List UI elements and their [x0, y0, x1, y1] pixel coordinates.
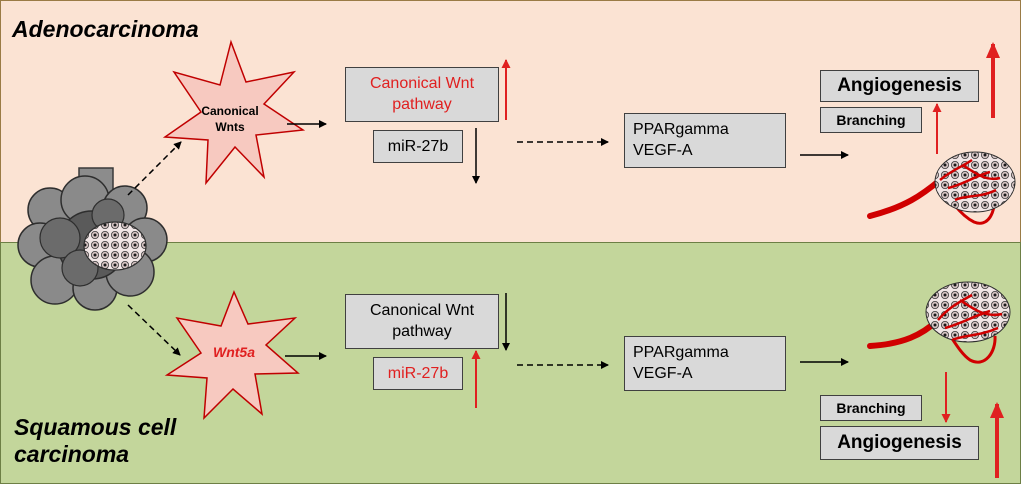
pathway-box-bottom-line2: pathway	[392, 323, 452, 340]
pparg-vegfa-box: PPARgamma VEGF-A	[624, 113, 786, 168]
pparg-vegfa-box-bottom: PPARgamma VEGF-A	[624, 336, 786, 391]
pathway-box-line2: pathway	[392, 96, 452, 113]
canonical-wnts-label: Canonical Wnts	[192, 103, 268, 135]
squamous-title-line1: Squamous cell	[14, 414, 177, 440]
vegfa-label-bottom: VEGF-A	[633, 365, 693, 382]
pathway-box-bottom-line1: Canonical Wnt	[369, 302, 475, 319]
mirna-box: miR-27b	[373, 130, 463, 163]
pparg-label: PPARgamma	[633, 121, 729, 138]
tumor-to-canonical-wnts-arrow	[127, 141, 182, 196]
tumor-to-wnt5a-arrow	[127, 304, 181, 356]
adenocarcinoma-title: Adenocarcinoma	[12, 16, 199, 42]
vegfa-label: VEGF-A	[633, 142, 693, 159]
branching-box: Branching	[820, 107, 922, 133]
pathway-box-line1: Canonical Wnt	[369, 75, 475, 92]
branching-box-bottom: Branching	[820, 395, 922, 421]
pparg-label-bottom: PPARgamma	[633, 344, 729, 361]
vessel-tumor-icon-bottom	[867, 281, 1011, 364]
angiogenesis-box-bottom: Angiogenesis	[820, 426, 979, 460]
canonical-wnts-burst	[162, 39, 306, 186]
canonical-wnts-label-line2: Wnts	[215, 120, 245, 134]
vessel-tumor-icon-top	[867, 151, 1016, 225]
angiogenesis-box: Angiogenesis	[820, 70, 979, 102]
mirna-box-bottom: miR-27b	[373, 357, 463, 390]
wnt5a-label: Wnt5a	[213, 344, 255, 360]
wnt5a-burst	[164, 290, 300, 420]
squamous-title-line2: carcinoma	[14, 441, 130, 467]
canonical-wnts-label-line1: Canonical	[201, 104, 259, 118]
squamous-title: Squamous cell carcinoma	[14, 414, 176, 468]
canonical-wnt-pathway-box-bottom: Canonical Wnt pathway	[345, 294, 499, 349]
tumor-icon	[17, 167, 168, 311]
canonical-wnt-pathway-box: Canonical Wnt pathway	[345, 67, 499, 122]
